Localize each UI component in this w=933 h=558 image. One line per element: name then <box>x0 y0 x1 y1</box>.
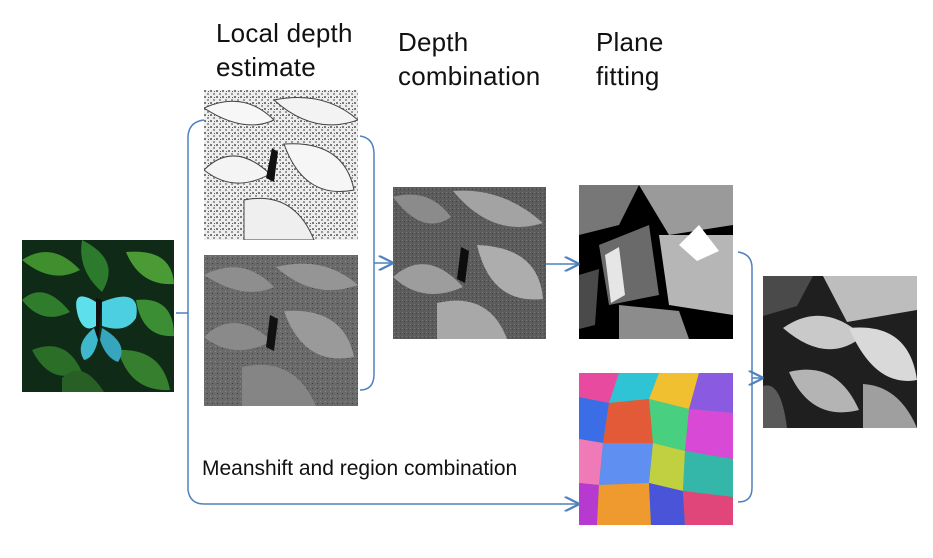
local-depth-estimate-bottom <box>204 255 358 406</box>
label-depth-combination-line-1: Depth <box>398 27 469 57</box>
label-depth-combination-line-2: combination <box>398 61 541 91</box>
segmentation-image <box>579 373 733 525</box>
label-meanshift-region-combination: Meanshift and region combination <box>202 457 518 480</box>
plane-fitting-image <box>579 185 733 339</box>
label-depth-combination: Depth combination <box>398 25 540 93</box>
final-depth-map <box>763 276 917 428</box>
label-local-depth-estimate: Local depth estimate <box>216 16 353 84</box>
label-local-depth-line-1: Local depth <box>216 18 353 48</box>
combined-depth-image <box>393 187 546 339</box>
bracket-left-local-depth <box>187 119 205 505</box>
label-plane-fitting: Plane fitting <box>596 25 664 93</box>
local-depth-top-image <box>204 90 358 240</box>
final-depth-image <box>763 276 917 428</box>
bracket-merge-local-depth <box>359 135 375 391</box>
plane-fitted-depth-map <box>579 185 733 339</box>
local-depth-bottom-image <box>204 255 358 406</box>
local-depth-estimate-top <box>204 90 358 240</box>
label-plane-fitting-line-2: fitting <box>596 61 660 91</box>
label-plane-fitting-line-1: Plane <box>596 27 664 57</box>
bracket-merge-final <box>737 251 753 503</box>
butterfly-image <box>22 240 174 392</box>
input-butterfly-photo <box>22 240 174 392</box>
label-local-depth-line-2: estimate <box>216 52 316 82</box>
meanshift-region-segmentation <box>579 373 733 525</box>
combined-depth-map <box>393 187 546 339</box>
